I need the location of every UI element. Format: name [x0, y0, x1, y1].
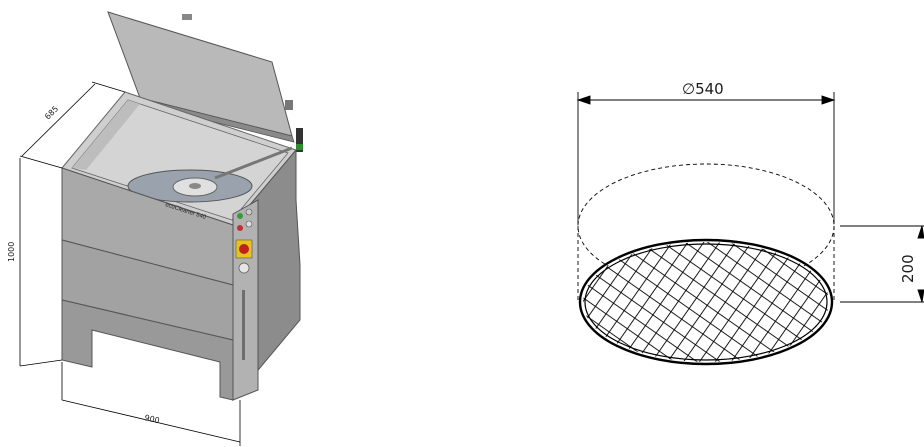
height-dimension: 1000: [7, 242, 16, 262]
depth-dimension: 685: [43, 104, 60, 121]
indicator-lamp: [245, 208, 253, 216]
diameter-label: ∅540: [682, 80, 724, 98]
indicator-lamp-green: [237, 213, 243, 219]
lid-hinge: [285, 100, 293, 110]
tub-interior-shade: [72, 100, 140, 170]
height-dimension-line: [840, 225, 924, 303]
basket-height-label: 200: [899, 254, 917, 283]
width-dimension: 900: [144, 413, 161, 425]
emergency-stop-button: [239, 244, 249, 254]
washing-machine: ecoCleaner 540 685 1000 900: [7, 11, 303, 446]
basket-mesh: [583, 242, 829, 362]
selector-knob: [238, 262, 250, 274]
turntable-hub-center: [189, 183, 201, 189]
indicator-lamp-red: [237, 225, 243, 231]
basket-drawing: ∅540 200: [576, 80, 924, 366]
signal-light-green: [296, 144, 303, 150]
diameter-dimension-line: [576, 92, 836, 224]
lid-knob: [182, 14, 192, 20]
dimension-lines-machine: [19, 81, 241, 446]
control-column: [232, 199, 259, 401]
indicator-lamp-small: [245, 220, 253, 228]
lid-strut: [214, 146, 293, 180]
basket-bottom-ring-inner: [584, 243, 828, 361]
control-slot: [242, 290, 245, 360]
signal-light: [296, 128, 303, 152]
